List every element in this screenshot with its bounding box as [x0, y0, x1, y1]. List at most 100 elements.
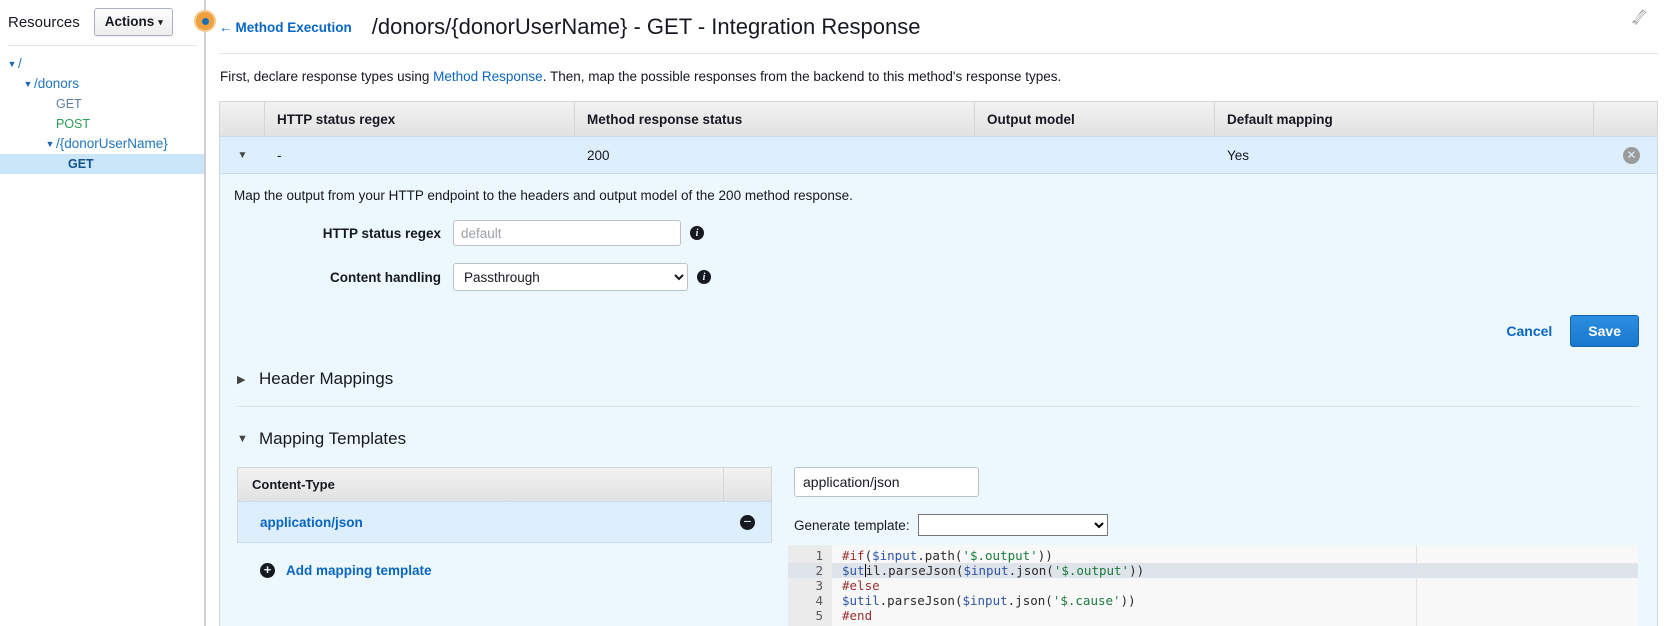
info-icon[interactable]: i [690, 226, 704, 240]
resource-tree: ▼/▼/donorsGETPOST▼/{donorUserName}GET [0, 46, 205, 174]
cell-default-mapping: Yes [1215, 137, 1594, 173]
column-header-remove [724, 468, 771, 501]
generate-template-row: Generate template: ErrorEmpty [794, 514, 1639, 536]
chevron-down-icon[interactable]: ▼ [6, 54, 18, 74]
integration-responses-table: HTTP status regex Method response status… [219, 101, 1658, 174]
editor-code-area[interactable]: #if($input.path('$.output'))$util.parseJ… [832, 545, 1638, 626]
content-type-link[interactable]: application/json [238, 502, 724, 542]
label-http-status-regex: HTTP status regex [220, 226, 453, 241]
tree-node-get[interactable]: GET [0, 94, 205, 114]
tree-node-label: /{donorUserName} [56, 134, 168, 154]
detail-description: Map the output from your HTTP endpoint t… [220, 188, 1657, 203]
cell-delete: ✕ [1594, 137, 1657, 173]
splitter-handle-icon[interactable] [196, 12, 214, 30]
mapping-templates-title: Mapping Templates [259, 429, 406, 449]
cell-method-response-status: 200 [575, 137, 975, 173]
content-type-table: Content-Type application/json − [237, 467, 772, 543]
line-number: 2 [788, 563, 823, 578]
cell-output-model [975, 137, 1215, 173]
field-content-handling: Content handling PassthroughConvert to t… [220, 263, 1657, 291]
section-header-mappings: ▶ Header Mappings [225, 369, 1639, 407]
method-response-link[interactable]: Method Response [433, 69, 543, 84]
tree-node-donorusername[interactable]: ▼/{donorUserName} [0, 134, 205, 154]
actions-button[interactable]: Actions▾ [94, 8, 173, 36]
row-expander-toggle[interactable]: ▼ [220, 137, 265, 173]
chevron-down-icon: ▾ [158, 17, 163, 27]
intro-text: First, declare response types using Meth… [205, 54, 1672, 84]
content-type-input[interactable] [794, 467, 979, 497]
column-header-default-mapping: Default mapping [1215, 102, 1594, 136]
integration-response-detail-panel: Map the output from your HTTP endpoint t… [219, 174, 1658, 626]
line-number: 5 [788, 608, 823, 623]
content-handling-select[interactable]: PassthroughConvert to text (if needed)Co… [453, 263, 688, 291]
delete-response-icon[interactable]: ✕ [1623, 147, 1640, 164]
column-header-output-model: Output model [975, 102, 1215, 136]
line-number: 3 [788, 578, 823, 593]
code-line[interactable]: $util.parseJson($input.json('$.output')) [832, 563, 1638, 578]
cancel-button[interactable]: Cancel [1506, 323, 1552, 339]
line-number: 4 [788, 593, 823, 608]
main-content: ←Method Execution /donors/{donorUserName… [205, 0, 1672, 626]
column-header-http-status-regex: HTTP status regex [265, 102, 575, 136]
back-link-label: Method Execution [236, 20, 352, 35]
content-type-table-header: Content-Type [238, 468, 771, 501]
tree-node-label: / [18, 54, 22, 74]
sidebar-title: Resources [8, 14, 80, 31]
tree-node-label: GET [56, 94, 82, 114]
book-icon[interactable] [1628, 6, 1650, 33]
field-http-status-regex: HTTP status regex i [220, 220, 1657, 246]
editor-print-margin [1416, 545, 1417, 626]
back-to-method-execution-link[interactable]: ←Method Execution [219, 20, 352, 35]
generate-template-select[interactable]: ErrorEmpty [918, 514, 1108, 536]
add-mapping-template-label: Add mapping template [286, 563, 432, 578]
code-line[interactable]: #end [842, 608, 1638, 623]
page-header: ←Method Execution /donors/{donorUserName… [205, 0, 1672, 40]
header-mappings-toggle[interactable]: ▶ Header Mappings [225, 369, 1639, 389]
add-mapping-template-row[interactable]: + Add mapping template [237, 543, 772, 578]
tree-node-get[interactable]: GET [0, 154, 205, 174]
label-content-handling: Content handling [220, 270, 453, 285]
code-line[interactable]: #else [842, 578, 1638, 593]
remove-template-icon[interactable]: − [740, 515, 755, 530]
tree-node-donors[interactable]: ▼/donors [0, 74, 205, 94]
generate-template-label: Generate template: [794, 518, 910, 533]
cell-remove: − [724, 502, 771, 542]
chevron-down-icon: ▼ [237, 433, 247, 445]
page-title: /donors/{donorUserName} - GET - Integrat… [372, 14, 921, 40]
http-status-regex-input[interactable] [453, 220, 681, 246]
code-line[interactable]: #if($input.path('$.output')) [842, 548, 1638, 563]
save-button[interactable]: Save [1570, 315, 1639, 347]
intro-text-before: First, declare response types using [220, 69, 433, 84]
section-divider [237, 406, 1639, 407]
table-header-row: HTTP status regex Method response status… [220, 102, 1657, 136]
column-header-method-response-status: Method response status [575, 102, 975, 136]
header-mappings-title: Header Mappings [259, 369, 393, 389]
tree-node-post[interactable]: POST [0, 114, 205, 134]
tree-node-label: GET [68, 154, 94, 174]
chevron-down-icon[interactable]: ▼ [44, 134, 56, 154]
line-number: 1 [788, 548, 823, 563]
mapping-templates-toggle[interactable]: ▼ Mapping Templates [225, 429, 1639, 449]
editor-line-numbers: 12345 [788, 545, 832, 626]
cell-http-status-regex: - [265, 137, 575, 173]
chevron-down-icon[interactable]: ▼ [22, 74, 34, 94]
actions-button-label: Actions [105, 14, 155, 29]
detail-actions: Cancel Save [220, 291, 1657, 347]
chevron-right-icon: ▶ [237, 373, 247, 386]
tree-node-label: /donors [34, 74, 79, 94]
plus-icon: + [260, 563, 275, 578]
table-row[interactable]: ▼ - 200 Yes ✕ [220, 136, 1657, 174]
column-header-delete [1594, 102, 1657, 136]
panel-splitter[interactable] [204, 0, 206, 626]
intro-text-after: . Then, map the possible responses from … [543, 69, 1062, 84]
tree-node-[interactable]: ▼/ [0, 54, 205, 74]
sidebar-header: Resources Actions▾ [0, 0, 205, 36]
info-icon[interactable]: i [697, 270, 711, 284]
tree-node-label: POST [56, 114, 90, 134]
vtl-code-editor[interactable]: 12345 #if($input.path('$.output'))$util.… [788, 545, 1638, 626]
mapping-template-editor-panel: Generate template: ErrorEmpty 12345 #if(… [794, 467, 1639, 626]
mapping-templates-list: Content-Type application/json − [237, 467, 772, 626]
code-line[interactable]: $util.parseJson($input.json('$.cause')) [842, 593, 1638, 608]
list-item[interactable]: application/json − [238, 501, 771, 543]
